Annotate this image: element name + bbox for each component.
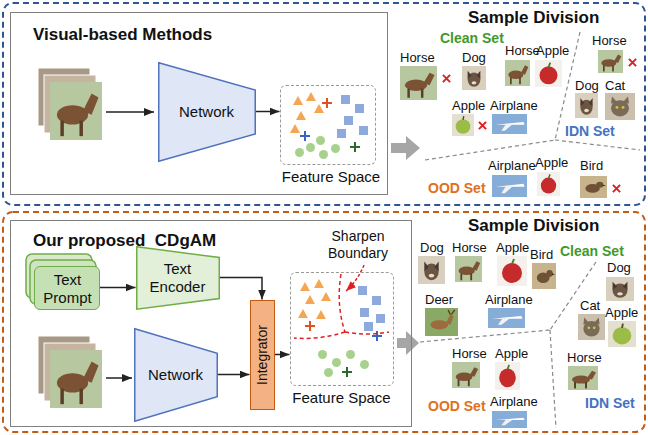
image-label: Airplane bbox=[490, 98, 538, 113]
image-label: Apple bbox=[536, 43, 569, 58]
connector-arrow bbox=[275, 354, 290, 356]
annotation: Sharpen Boundary bbox=[316, 228, 400, 262]
image-label: Dog bbox=[462, 50, 486, 65]
block-label: Text Encoder bbox=[143, 260, 213, 296]
image-label: Horse bbox=[400, 50, 435, 65]
panel-heading: Sample Division bbox=[468, 8, 599, 28]
image-label: Airplane bbox=[488, 158, 536, 173]
text-area: Text Prompt bbox=[38, 267, 98, 311]
set-name: IDN Set bbox=[565, 123, 615, 139]
network-block: Network bbox=[134, 328, 218, 422]
text-area: Text Encoder bbox=[143, 246, 213, 310]
image-label: Cat bbox=[580, 298, 600, 313]
text-prompt-card: Text Prompt bbox=[34, 266, 100, 310]
image-label: Horse bbox=[592, 33, 627, 48]
image-label: Airplane bbox=[485, 292, 533, 307]
image-label: Apple bbox=[535, 155, 568, 170]
feature-space: Feature Space bbox=[290, 272, 394, 410]
image-label: Horse bbox=[505, 43, 540, 58]
set-name: OOD Set bbox=[428, 398, 486, 414]
connector-arrow bbox=[100, 287, 136, 289]
connector-arrow bbox=[218, 374, 250, 376]
feature-frame bbox=[290, 272, 394, 386]
block-shape bbox=[136, 246, 219, 309]
feature-space: Feature Space bbox=[280, 85, 383, 185]
set-name: OOD Set bbox=[428, 180, 486, 196]
image-label: Dog bbox=[420, 240, 444, 255]
space-label: Feature Space bbox=[292, 389, 390, 407]
encoder-block: Text Encoder bbox=[136, 246, 220, 310]
image-label: Bird bbox=[530, 247, 553, 262]
image-label: Horse bbox=[452, 346, 487, 361]
text-area: Network bbox=[165, 62, 249, 162]
image-label: Apple bbox=[495, 346, 528, 361]
method-panel: Visual-based MethodsNetworkFeature Space bbox=[10, 12, 388, 195]
image-label: Airplane bbox=[490, 394, 538, 409]
image-label: Apple bbox=[496, 240, 529, 255]
image-label: Apple bbox=[605, 305, 638, 320]
block-label: Integrator bbox=[254, 325, 270, 385]
set-name: Clean Set bbox=[560, 243, 624, 259]
integrator-block: Integrator bbox=[250, 300, 275, 410]
set-name: Clean Set bbox=[440, 30, 504, 46]
image-label: Horse bbox=[452, 240, 487, 255]
space-label: Feature Space bbox=[282, 168, 380, 186]
block-label: Text Prompt bbox=[38, 271, 98, 307]
image-label: Horse bbox=[567, 350, 602, 365]
panel-title: Our proposed CDgAM bbox=[33, 231, 216, 251]
image-label: Apple bbox=[452, 98, 485, 113]
panel-title: Visual-based Methods bbox=[33, 25, 212, 45]
feature-frame bbox=[280, 85, 376, 165]
image-label: Dog bbox=[575, 78, 599, 93]
text-area: Network bbox=[141, 328, 211, 422]
connector-arrow bbox=[220, 278, 263, 300]
panel-heading: Sample Division bbox=[468, 216, 599, 236]
block-label: Network bbox=[148, 366, 203, 384]
block-shape bbox=[158, 62, 255, 161]
block-shape bbox=[134, 328, 217, 421]
image-label: Cat bbox=[605, 78, 625, 93]
set-name: IDN Set bbox=[585, 395, 635, 411]
image-label: Bird bbox=[580, 158, 603, 173]
connector-arrow bbox=[256, 111, 280, 113]
image-label: Dog bbox=[607, 260, 631, 275]
network-block: Network bbox=[158, 62, 256, 162]
image-label: Deer bbox=[425, 292, 453, 307]
block-label: Network bbox=[179, 103, 234, 121]
